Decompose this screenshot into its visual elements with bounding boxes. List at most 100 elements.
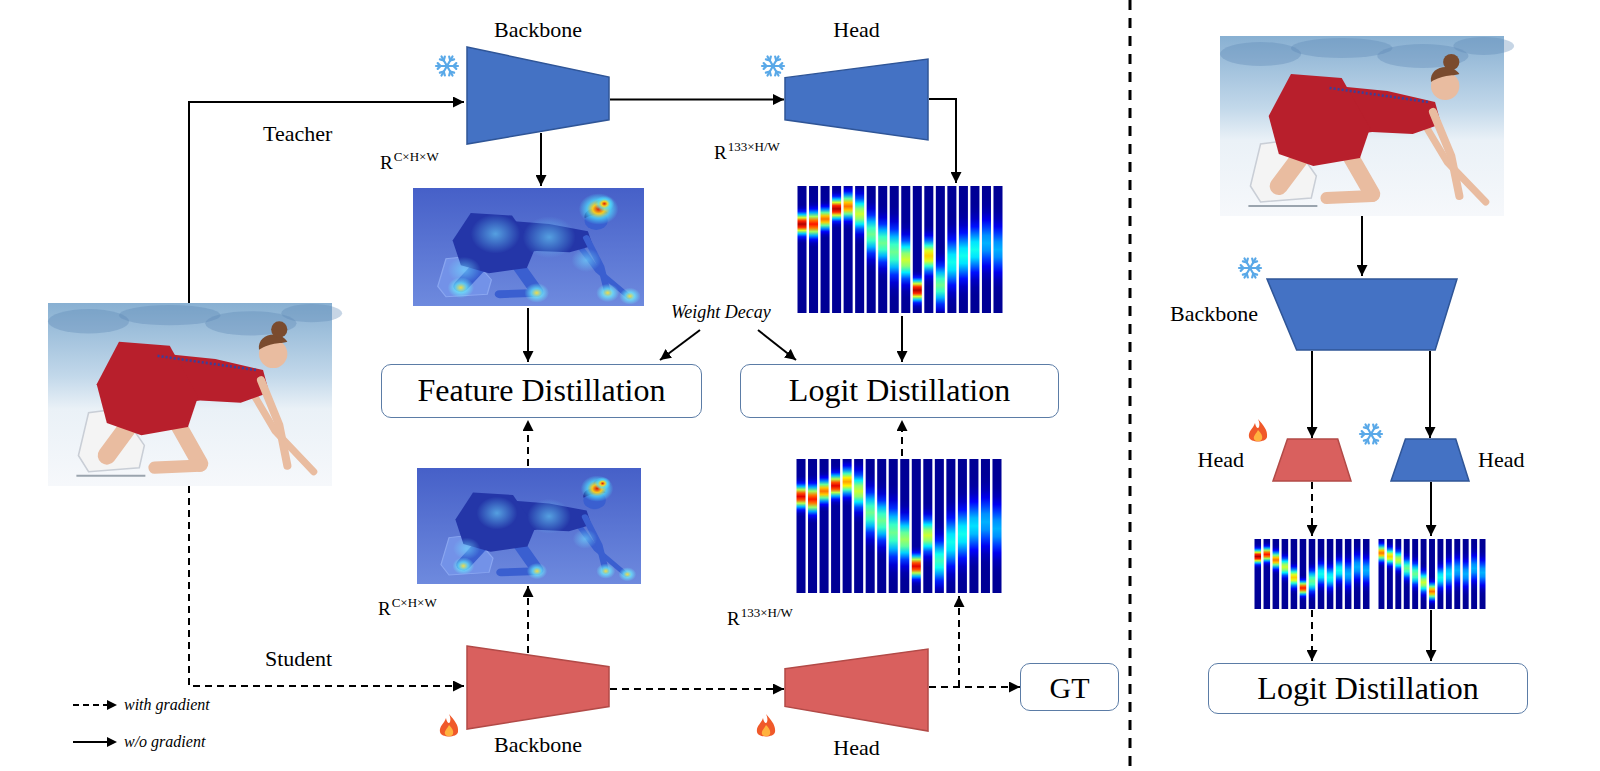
logit-heatmap	[1252, 538, 1372, 610]
frozen-icon-stroke	[454, 66, 457, 69]
label-holder: Head	[1198, 448, 1244, 472]
node-label: Head	[833, 18, 879, 42]
feature-heatmap	[417, 468, 641, 584]
activation-blob	[453, 557, 475, 575]
label-holder: Head	[833, 18, 879, 42]
feature-heatmap	[413, 188, 644, 306]
heatmap-column	[1309, 539, 1316, 609]
heatmap-column	[923, 459, 932, 593]
activation-blob	[573, 529, 597, 549]
heatmap-column	[936, 186, 945, 313]
heatmap-column	[993, 186, 1002, 313]
hair	[259, 335, 288, 350]
heatmap-column	[1273, 539, 1280, 609]
heatmap-column	[1480, 539, 1486, 609]
skate-blade	[1248, 205, 1317, 207]
annotation-label: R	[727, 609, 740, 630]
heatmap-ground	[794, 458, 1004, 594]
trapezoid-shape	[1272, 438, 1352, 482]
frozen-icon-stroke	[440, 71, 444, 74]
hair-bun	[271, 321, 287, 337]
frozen-icon	[1360, 424, 1382, 443]
heatmap-column	[969, 459, 978, 593]
label-holder: Head	[833, 736, 879, 760]
activation-blob	[619, 567, 637, 581]
legend-line	[73, 704, 108, 706]
photo-ground	[48, 303, 332, 486]
sequins	[158, 356, 256, 370]
limb	[1433, 112, 1459, 196]
heatmap-column	[808, 459, 817, 593]
heatmap-column	[947, 186, 956, 313]
heatmap-column	[1471, 539, 1477, 609]
head-trapezoid: Head	[784, 648, 929, 732]
trapezoid-outline	[467, 646, 609, 729]
heatmap-column	[1446, 539, 1452, 609]
frozen-icon-stroke	[1366, 424, 1372, 434]
box-label: GT	[1050, 671, 1090, 704]
node-label: Head	[1198, 448, 1244, 472]
label-holder: Head	[1478, 448, 1524, 472]
activation-blob	[477, 497, 518, 530]
activation-blob	[596, 563, 615, 578]
node-label: Head	[833, 736, 879, 760]
frozen-icon-stroke	[447, 66, 453, 76]
legend-line	[73, 741, 108, 743]
dimension-superscript: 133×H/W	[728, 140, 780, 154]
heatmap-column	[1363, 539, 1370, 609]
flame-outer	[757, 714, 775, 737]
heatmap-column	[982, 186, 991, 313]
legend-label: w/o gradient	[124, 733, 205, 751]
trapezoid-outline	[785, 59, 928, 140]
dashed-arrow	[901, 420, 903, 456]
heatmap-column	[946, 459, 955, 593]
heatmap-column	[959, 186, 968, 313]
label-holder: C×H×W	[392, 596, 437, 610]
frozen-icon-stroke	[450, 58, 454, 61]
connector-arrow	[1429, 351, 1431, 438]
frozen-icon-stroke	[780, 66, 783, 69]
label-holder: Student	[265, 647, 332, 671]
node-label: Backbone	[1170, 302, 1258, 326]
heatmap-column	[1336, 539, 1343, 609]
heatmap-column	[1412, 539, 1418, 609]
activation-blob	[595, 196, 615, 212]
dress-skirt	[1269, 74, 1370, 166]
heatmap-column	[809, 186, 818, 313]
heatmap-column	[970, 186, 979, 313]
limb	[155, 466, 201, 468]
skate-blade	[76, 475, 145, 477]
heatmap-ground	[1252, 538, 1372, 610]
frozen-icon-stroke	[770, 57, 771, 61]
activation-blob	[571, 248, 601, 272]
frozen-icon-stroke	[764, 63, 767, 66]
node-label: Backbone	[494, 733, 582, 757]
frozen-icon-stroke	[1252, 274, 1253, 278]
solid-arrow	[758, 330, 796, 360]
trapezoid-outline	[467, 47, 609, 144]
heatmap-column	[981, 459, 990, 593]
box-label: Feature Distillation	[418, 373, 666, 408]
dimension-superscript: C×H×W	[394, 150, 439, 164]
activation-blob	[596, 284, 619, 302]
heatmap-column	[1437, 539, 1443, 609]
activation-blob	[619, 288, 640, 305]
trapezoid-outline	[1273, 439, 1351, 481]
heatmap-column	[1404, 539, 1410, 609]
label-holder: R	[714, 143, 727, 164]
frozen-icon-stroke	[449, 72, 450, 76]
sequins	[1330, 88, 1428, 102]
connector-arrow	[929, 686, 1020, 688]
heatmap-column	[798, 186, 807, 313]
flame-inner	[1254, 430, 1262, 441]
dashed-arrow	[1311, 482, 1313, 536]
connector-arrow	[1311, 351, 1313, 438]
label-holder: Backbone	[1170, 302, 1258, 326]
annotation-label: R	[380, 153, 393, 174]
frozen-icon	[1239, 258, 1261, 277]
frozen-icon-stroke	[1378, 434, 1381, 437]
photo-ground	[413, 188, 644, 306]
head-trapezoid: Head	[1390, 438, 1470, 482]
logit-heatmap	[795, 185, 1005, 314]
